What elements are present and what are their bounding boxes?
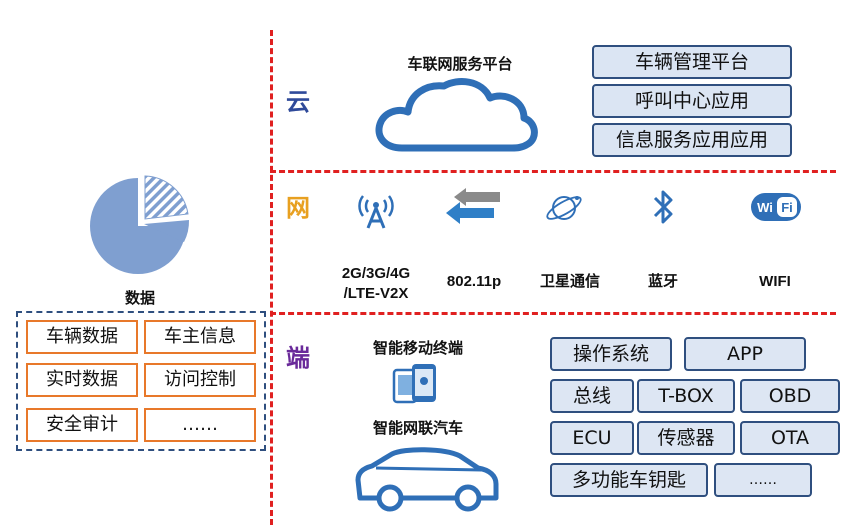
endpoint-item-obd: OBD [740,379,840,413]
network-endpoint-divider [270,312,836,315]
endpoint-item-ota: OTA [740,421,840,455]
data-items-frame [16,311,266,451]
car-icon [355,447,499,512]
endpoint-item-sensor: 传感器 [637,421,735,455]
cloud-icon [375,78,538,152]
cloud-item-call-center: 呼叫中心应用 [592,84,792,118]
layer-label-cloud: 云 [286,88,310,116]
cloud-item-info-service: 信息服务应用应用 [592,123,792,157]
antenna-icon [358,195,394,229]
network-label-cellular-line1: 2G/3G/4G [341,265,411,282]
data-item-access-control: 访问控制 [144,363,256,397]
wifi-badge-text-fi: Fi [781,200,793,215]
data-item-security-audit: 安全审计 [26,408,138,442]
data-item-realtime-data: 实时数据 [26,363,138,397]
mobile-devices-icon [392,364,436,404]
cloud-network-divider [270,170,836,173]
wifi-badge-icon: Wi Fi [751,193,801,221]
mobile-terminal-title: 智能移动终端 [372,340,463,357]
network-label-80211p: 802.11p [446,273,502,290]
layer-label-endpoint: 端 [286,344,310,372]
network-label-wifi: WIFI [759,273,791,290]
pie-chart-icon [90,175,190,274]
endpoint-item-tbox: T-BOX [637,379,735,413]
endpoint-item-os: 操作系统 [550,337,672,371]
endpoint-item-more: …… [714,463,812,497]
connected-car-title: 智能网联汽车 [372,420,463,437]
data-item-vehicle-data: 车辆数据 [26,320,138,354]
platform-title: 车联网服务平台 [407,56,513,73]
network-label-cellular-line2: /LTE-V2X [343,285,409,302]
layer-label-network: 网 [286,194,310,222]
data-item-owner-info: 车主信息 [144,320,256,354]
endpoint-item-ecu: ECU [550,421,634,455]
endpoint-item-smart-key: 多功能车钥匙 [550,463,708,497]
bluetooth-icon [653,190,673,224]
endpoint-item-app: APP [684,337,806,371]
data-item-more: …… [144,408,256,442]
network-label-cellular: 2G/3G/4G /LTE-V2X [328,264,424,304]
vertical-divider [270,30,273,525]
cloud-item-vehicle-management: 车辆管理平台 [592,45,792,79]
data-title: 数据 [124,290,155,307]
exchange-arrows-icon [446,188,500,224]
endpoint-item-bus: 总线 [550,379,634,413]
network-label-bluetooth: 蓝牙 [647,273,678,290]
wifi-badge-text-wi: Wi [757,200,773,215]
network-label-satellite: 卫星通信 [539,273,600,290]
satellite-planet-icon [546,196,582,220]
